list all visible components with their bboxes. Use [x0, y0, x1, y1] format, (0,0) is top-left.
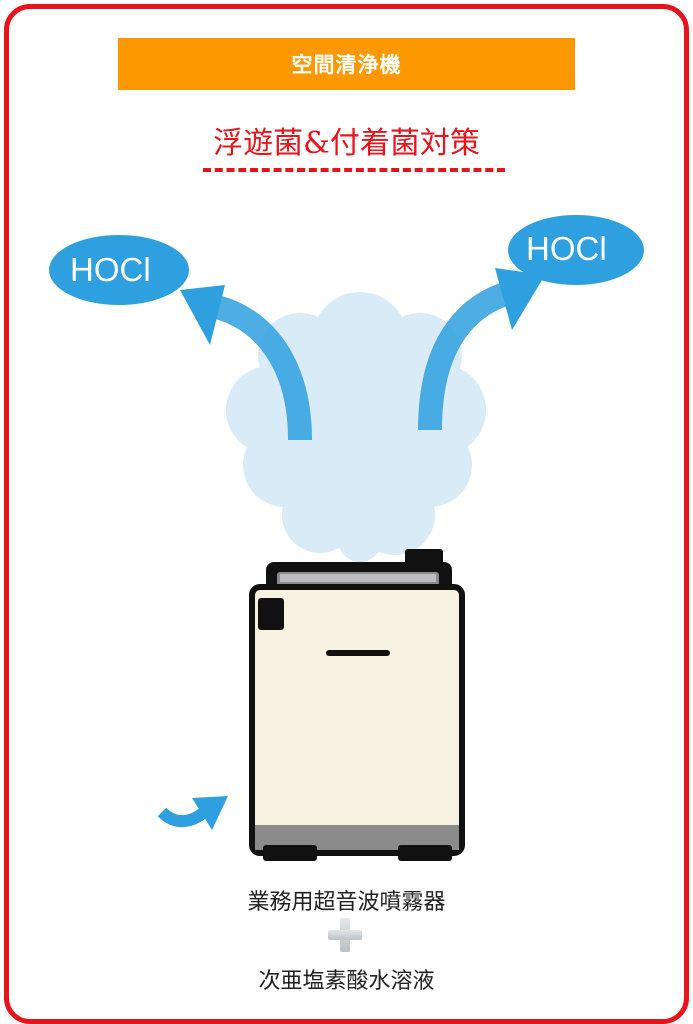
- right-curved-arrow-icon: [418, 268, 545, 431]
- hocl-left-bubble: [49, 235, 189, 305]
- humidifier-icon: [249, 549, 465, 861]
- device-caption: 業務用超音波噴霧器: [247, 890, 446, 915]
- solution-caption: 次亜塩素酸水溶液: [258, 969, 435, 994]
- hocl-left-label: HOCl: [70, 251, 151, 288]
- subtitle-underline: [203, 168, 505, 172]
- intake-arrow-icon: [157, 796, 228, 830]
- plus-icon: [328, 918, 362, 952]
- header-title: 空間清浄機: [118, 38, 575, 90]
- left-curved-arrow-icon: [180, 285, 312, 441]
- hocl-right-label: HOCl: [526, 230, 607, 267]
- subtitle: 浮遊菌&付着菌対策: [213, 126, 480, 161]
- hocl-right-bubble: [508, 215, 644, 285]
